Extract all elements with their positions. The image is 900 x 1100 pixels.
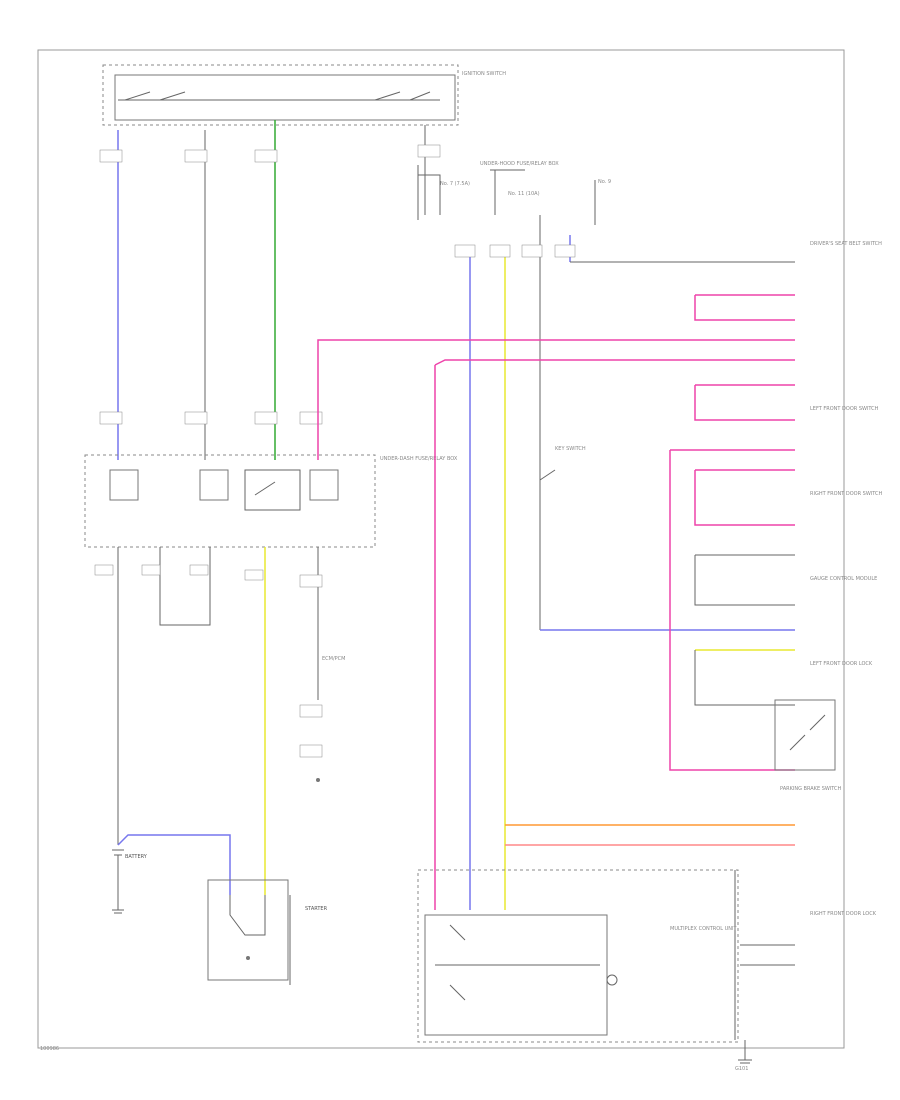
fuse-no9-label: No. 9: [598, 179, 611, 185]
wire-loop: [159, 547, 211, 626]
seat-belt-switch-label: DRIVER'S SEAT BELT SWITCH: [810, 241, 882, 247]
wire-tags-top: [99, 144, 441, 425]
ground-symbol: G101: [735, 1040, 752, 1072]
ecm-pcm-label: ECM/PCM: [322, 656, 345, 662]
connector-stack-right: DRIVER'S SEAT BELT SWITCH LEFT FRONT DOO…: [669, 241, 883, 917]
under-hood-box-label: UNDER-HOOD FUSE/RELAY BOX: [480, 161, 559, 167]
parking-brake-label: PARKING BRAKE SWITCH: [780, 786, 842, 792]
starter-label: STARTER: [305, 906, 328, 912]
fuse-no11-label: No. 11 (10A): [508, 191, 540, 197]
multiplex-label: MULTIPLEX CONTROL UNIT: [670, 926, 737, 932]
footer-code: 100986: [40, 1046, 59, 1052]
under-dash-box-label: UNDER-DASH FUSE/RELAY BOX: [380, 456, 458, 462]
key-switch-label: KEY SWITCH: [555, 446, 586, 452]
under-dash-fuse-box: UNDER-DASH FUSE/RELAY BOX: [84, 454, 458, 548]
battery-symbol: BATTERY: [112, 834, 231, 914]
door-switch-lf-label: LEFT FRONT DOOR SWITCH: [810, 406, 879, 412]
multiplex-control-unit: MULTIPLEX CONTROL UNIT: [417, 869, 795, 1043]
key-switch-contact: [539, 469, 556, 481]
wire-tags-center: [454, 244, 576, 258]
wire-tags-mid: [94, 564, 323, 758]
battery-label: BATTERY: [125, 854, 148, 860]
ground-label: G101: [735, 1066, 748, 1072]
door-switch-rf-label: RIGHT FRONT DOOR SWITCH: [810, 491, 883, 497]
ecm-connector: [316, 778, 320, 782]
under-hood-fuse-branch: No. 7 (7.5A) No. 11 (10A) UNDER-HOOD FUS…: [417, 161, 611, 225]
starter-motor: STARTER: [207, 879, 328, 985]
wire-pink-h2: [434, 359, 795, 366]
ignition-switch-label: IGNITION SWITCH: [462, 71, 506, 77]
gauge-module-label: GAUGE CONTROL MODULE: [810, 576, 877, 582]
ignition-switch: IGNITION SWITCH: [102, 64, 506, 126]
lf-door-lock-label: LEFT FRONT DOOR LOCK: [810, 661, 873, 667]
diagram-frame: [37, 49, 845, 1049]
rf-door-lock-label: RIGHT FRONT DOOR LOCK: [810, 911, 877, 917]
wire-pink-ecm: [317, 339, 795, 460]
fuse-no7-label: No. 7 (7.5A): [440, 181, 470, 187]
